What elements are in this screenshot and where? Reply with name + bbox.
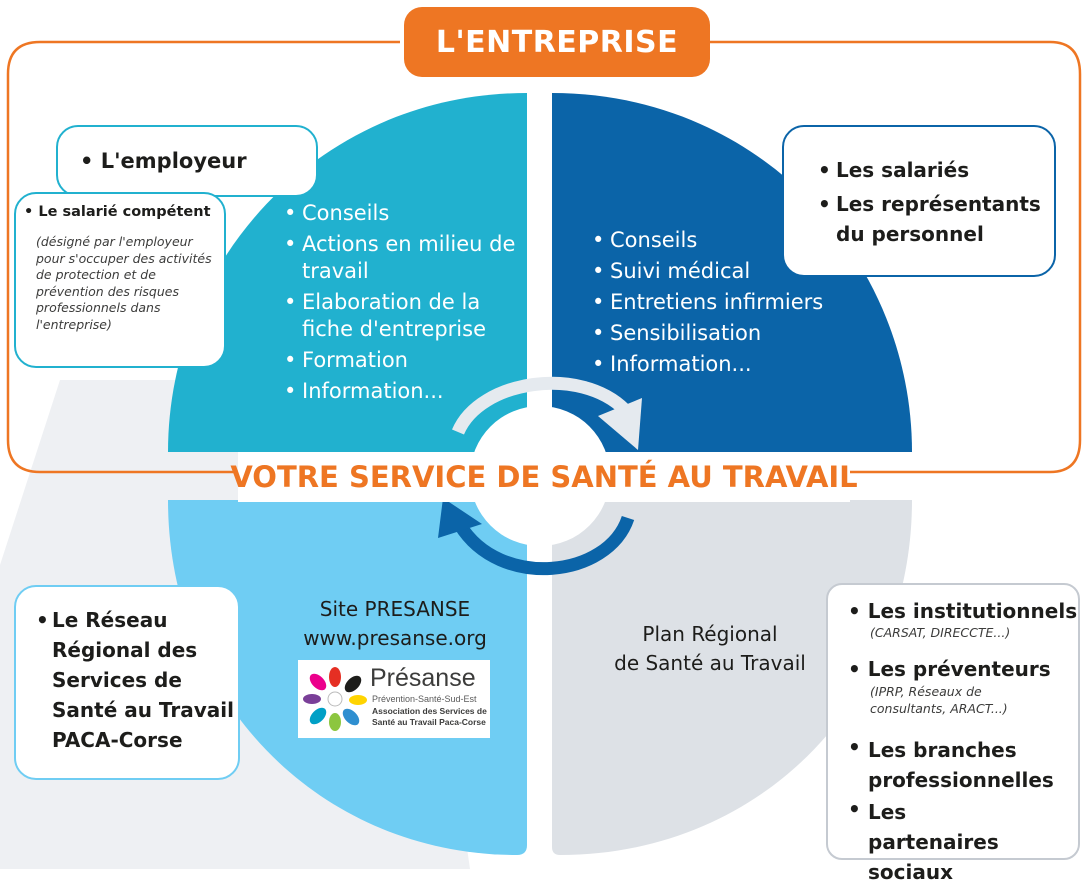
- quadrant-top-right-list: Conseils Suivi médical Entretiens infirm…: [590, 225, 850, 380]
- presanse-logo: Présanse Prévention-Santé-Sud-Est Associ…: [298, 660, 490, 738]
- site-presanse-url: www.presanse.org: [303, 626, 487, 650]
- logo-subtitle-1: Association des Services de: [372, 706, 487, 716]
- employeur-label: • L'employeur: [80, 149, 247, 173]
- list-item: Conseils: [282, 200, 522, 227]
- list-item: Formation: [282, 347, 522, 374]
- salarie-competent-box: • Le salarié compétent (désigné par l'em…: [14, 192, 226, 368]
- flower-icon: [303, 667, 367, 731]
- enterprise-banner: L'ENTREPRISE: [404, 7, 710, 77]
- employeur-box: • L'employeur: [56, 125, 318, 197]
- plan-regional-block: Plan Régional de Santé au Travail: [590, 620, 830, 678]
- reseau-label: • Le Réseau Régional des Services de San…: [36, 605, 236, 755]
- list-item: Conseils: [590, 225, 850, 256]
- bullet-icon: •: [36, 608, 49, 632]
- bullet-icon: •: [848, 797, 861, 821]
- service-title: VOTRE SERVICE DE SANTÉ AU TRAVAIL: [230, 452, 858, 502]
- plan-regional-line1: Plan Régional: [642, 622, 778, 646]
- partner-item-preventeurs: • Les préventeurs (IPRP, Réseaux de cons…: [848, 657, 1051, 716]
- salarie-competent-note: (désigné par l'employeur pour s'occuper …: [36, 234, 212, 332]
- bullet-icon: •: [24, 204, 39, 220]
- logo-subtitle-2: Santé au Travail Paca-Corse: [372, 717, 486, 727]
- arrow-head-bottom: [438, 498, 482, 538]
- list-item: Sensibilisation: [590, 318, 850, 349]
- list-item: Actions en milieu de travail: [282, 231, 522, 285]
- quadrant-top-left-list: Conseils Actions en milieu de travail El…: [282, 200, 522, 409]
- quadrant-bottom-right: [552, 500, 912, 855]
- arrow-arc-top: [452, 376, 630, 435]
- list-item: Suivi médical: [590, 256, 850, 287]
- bullet-icon: •: [80, 149, 101, 173]
- list-item: Les représentants du personnel: [816, 189, 1041, 249]
- salaries-box: Les salariés Les représentants du person…: [782, 125, 1056, 277]
- salaries-list: Les salariés Les représentants du person…: [816, 155, 1041, 249]
- bullet-icon: •: [848, 657, 868, 681]
- partner-item-partenaires: • Les partenaires sociaux: [848, 797, 999, 884]
- reseau-box: • Le Réseau Régional des Services de San…: [14, 585, 240, 780]
- enterprise-title: L'ENTREPRISE: [435, 24, 679, 60]
- list-item: Elaboration de la fiche d'entreprise: [282, 289, 522, 343]
- bullet-icon: •: [848, 599, 868, 623]
- list-item: Les salariés: [816, 155, 1041, 185]
- partner-item-institutionnels: • Les institutionnels (CARSAT, DIRECCTE.…: [848, 599, 1078, 640]
- logo-tagline: Prévention-Santé-Sud-Est: [372, 694, 477, 704]
- plan-regional-line2: de Santé au Travail: [614, 651, 806, 675]
- partners-box: • Les institutionnels (CARSAT, DIRECCTE.…: [826, 583, 1080, 884]
- service-title-text: VOTRE SERVICE DE SANTÉ AU TRAVAIL: [230, 460, 858, 494]
- arrow-head-top: [598, 398, 642, 450]
- bullet-icon: •: [848, 735, 861, 759]
- site-presanse-label: Site PRESANSE: [319, 597, 471, 621]
- site-presanse-block: Site PRESANSE www.presanse.org: [270, 595, 520, 653]
- salarie-competent-label: • Le salarié compétent: [24, 204, 211, 220]
- list-item: Information...: [590, 349, 850, 380]
- list-item: Entretiens infirmiers: [590, 287, 850, 318]
- partner-item-branches: • Les branches professionnelles: [848, 735, 1054, 792]
- logo-name: Présanse: [370, 664, 476, 692]
- list-item: Information...: [282, 378, 522, 405]
- arrow-arc-bottom: [454, 515, 635, 576]
